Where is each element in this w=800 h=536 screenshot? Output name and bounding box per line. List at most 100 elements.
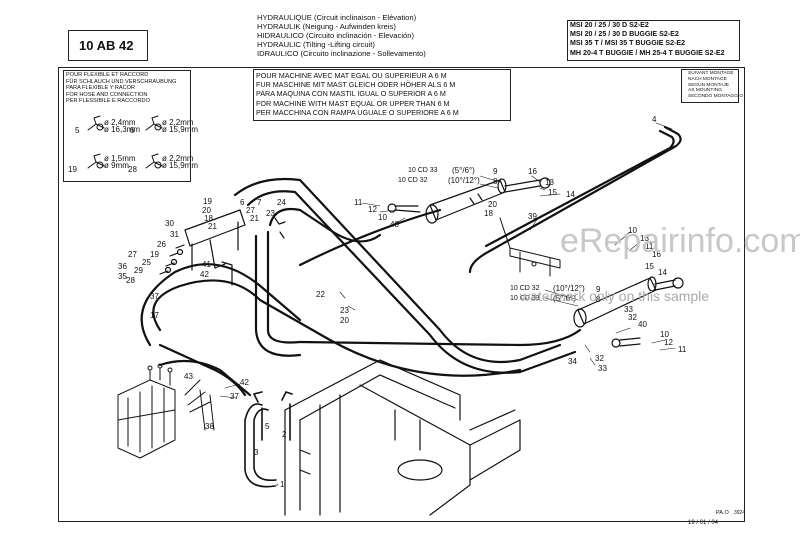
part-number: 29 <box>134 266 143 275</box>
mounting-line: NACH MONTAGE <box>688 76 727 82</box>
part-number: 27 <box>246 206 255 215</box>
part-number: 15 <box>548 188 557 197</box>
part-number: 10 <box>660 330 669 339</box>
hose-box: POUR FLEXIBLE ET RACCORD FÜR SCHLAUCH UN… <box>63 70 191 182</box>
part-number: 38 <box>205 422 214 431</box>
model-line: MH 20-4 T BUGGIE / MH 25-4 T BUGGIE S2-E… <box>570 48 725 57</box>
cylinder-label: 10 CD 32 <box>398 177 428 184</box>
part-number: 13 <box>640 234 649 243</box>
drawing-frame <box>58 67 745 522</box>
part-number: 37 <box>150 292 159 301</box>
part-number: 35 <box>118 272 127 281</box>
footer-date: 19 / 01 / 04 <box>688 520 719 526</box>
hose-fitting-icon <box>87 115 163 169</box>
part-number: 20 <box>202 206 211 215</box>
part-number: 13 <box>545 178 554 187</box>
hose-size-b: ø 9mm <box>104 161 129 170</box>
hose-size-a: ø 1,5mm <box>104 154 136 163</box>
header-line: HYDRAULIC (Tilting -Lifting circuit) <box>257 40 375 49</box>
part-number: 27 <box>128 250 137 259</box>
hose-size-a: ø 2,2mm <box>162 154 194 163</box>
part-number: 23 <box>340 306 349 315</box>
part-number: 10 <box>628 226 637 235</box>
hose-number: 19 <box>68 165 77 174</box>
part-number: 34 <box>568 357 577 366</box>
part-number: 32 <box>595 354 604 363</box>
lower-cylinder <box>573 276 684 348</box>
models-box: MSI 20 / 25 / 30 D S2-E2 MSI 20 / 25 / 3… <box>567 20 740 61</box>
part-number: 1 <box>280 480 285 489</box>
hose-box-line: PER FLESSIBILE E RACCORDO <box>66 98 150 105</box>
part-number: 32 <box>628 313 637 322</box>
model-line: MSI 20 / 25 / 30 D S2-E2 <box>570 21 649 29</box>
mast-line: FUR MASCHINE MIT MAST GLEICH ODER HÖHER … <box>256 80 456 90</box>
part-number: 9 <box>493 167 498 176</box>
model-line: MSI 35 T / MSI 35 T BUGGIE S2-E2 <box>570 39 686 48</box>
part-number: 19 <box>150 250 159 259</box>
part-number: 22 <box>316 290 325 299</box>
part-number: 12 <box>664 338 673 347</box>
part-number: 30 <box>165 219 174 228</box>
header-line: HYDRAULIQUE (Circuit inclinaison - Eléva… <box>257 13 417 22</box>
hose-size-b: ø 16,3mm <box>104 125 141 134</box>
part-number: 20 <box>488 200 497 209</box>
part-number: 40 <box>638 320 647 329</box>
mounting-box: SUIVANT MONTAGE NACH MONTAGE SEGUN MONTA… <box>681 69 743 103</box>
part-number: 5 <box>265 422 270 431</box>
part-number: 28 <box>126 276 135 285</box>
hose-size-a: ø 2,4mm <box>104 118 136 127</box>
mounting-line: SUIVANT MONTAGE <box>688 71 734 76</box>
mounting-line: SECONDO MONTAGGIO <box>688 94 744 100</box>
part-number: 11 <box>678 345 687 354</box>
hose-size-b: ø 15,9mm <box>162 125 199 134</box>
part-number: 16 <box>528 167 537 176</box>
hose-box-line: POUR FLEXIBLE ET RACCORD <box>66 72 149 78</box>
hose-box-line: FOR HOSE AND CONNECTION <box>66 91 148 98</box>
footer-id: 3924 <box>734 510 746 516</box>
part-number: 42 <box>240 378 249 387</box>
valve-bank <box>117 363 215 459</box>
part-number: 33 <box>598 364 607 373</box>
part-number: 4 <box>652 115 657 124</box>
hose-number: 28 <box>128 165 137 174</box>
hose-lines <box>140 125 682 397</box>
part-number: 39 <box>528 212 537 221</box>
part-number: 36 <box>118 262 127 271</box>
part-number: 19 <box>203 197 212 206</box>
cylinder-angle: (10°/12°) <box>553 284 585 293</box>
page-code: 10 AB 42 <box>79 38 134 53</box>
manifold-block <box>159 209 286 286</box>
mast-line: PER MACCHINA CON RAMPA UGUALE O SUPERIOR… <box>256 107 459 117</box>
watermark-site: eRepairinfo.com <box>560 222 800 260</box>
part-number: 3 <box>254 448 259 457</box>
part-number: 17 <box>150 311 159 320</box>
part-number: 12 <box>368 205 377 214</box>
part-number: 7 <box>257 198 262 207</box>
header-block: HYDRAULIQUE (Circuit inclinaison - Eléva… <box>257 13 426 58</box>
part-number: 21 <box>208 222 217 231</box>
part-number: 43 <box>184 372 193 381</box>
hose-size-b: ø 15,9mm <box>162 161 199 170</box>
watermark-note: watermark only on this sample <box>520 288 710 304</box>
cylinder-label: 10 CD 32 <box>510 285 540 292</box>
mounting-line: SEGUN MONTAJE <box>688 82 729 88</box>
hose-number: 6 <box>130 126 135 135</box>
part-number: 9 <box>596 285 601 294</box>
part-number: 11 <box>354 198 363 207</box>
hose-size-a: ø 2,2mm <box>162 118 194 127</box>
part-number: 26 <box>157 240 166 249</box>
header-line: HIDRAULICO (Circuito inclinación - Eleva… <box>257 31 414 40</box>
part-number: 42 <box>200 270 209 279</box>
part-number: 15 <box>645 262 654 271</box>
part-number: 20 <box>340 316 349 325</box>
part-number: 14 <box>566 190 575 199</box>
part-number: 18 <box>484 209 493 218</box>
return-hose <box>244 391 293 488</box>
part-number: 11 <box>645 242 654 251</box>
part-number: 16 <box>652 250 661 259</box>
header-line: IDRAULICO (Circuito inclinazione - Solle… <box>257 49 426 58</box>
hose-number: 5 <box>75 126 80 135</box>
part-number: 18 <box>204 214 213 223</box>
footer-mark: PA.O <box>716 510 729 516</box>
